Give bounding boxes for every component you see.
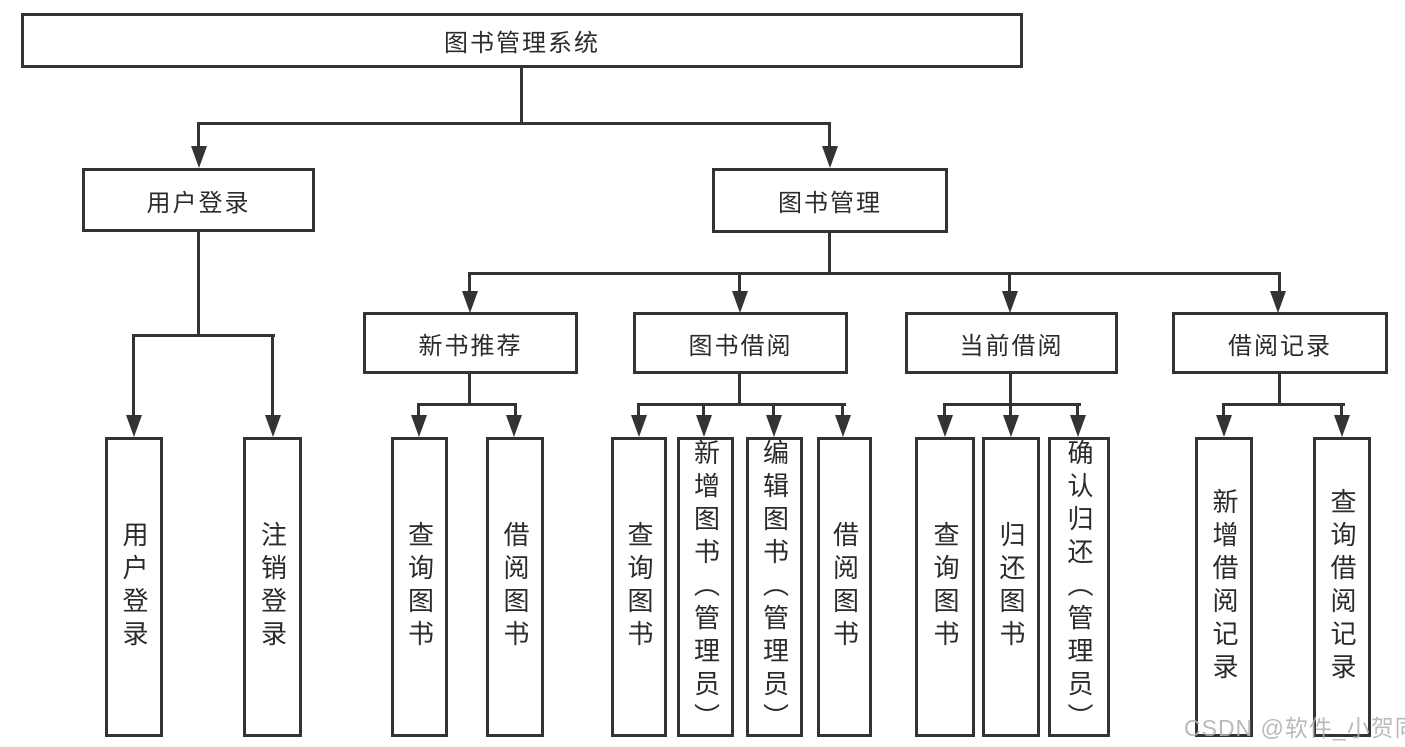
connector-line (828, 122, 831, 148)
arrow-down-icon (1070, 415, 1086, 437)
leaf-label: 编辑图书（管理员） (759, 438, 790, 736)
connector-line (702, 403, 705, 417)
arrow-down-icon (732, 291, 748, 313)
arrow-down-icon (191, 146, 207, 168)
leaf-label: 查询借阅记录 (1327, 488, 1357, 686)
leaf-user-login: 用户登录 (105, 437, 163, 737)
connector-line (417, 403, 420, 417)
leaf-label: 归还图书 (996, 521, 1026, 653)
connector-line (943, 403, 946, 417)
connector-line (271, 334, 274, 417)
csdn-watermark: CSDN @软件_小贺同学 (1184, 715, 1405, 741)
node-current-borrow: 当前借阅 (905, 312, 1118, 374)
connector-line (828, 231, 831, 275)
node-user-login-label: 用户登录 (146, 189, 251, 217)
arrow-down-icon (1002, 291, 1018, 313)
arrow-down-icon (696, 415, 712, 437)
leaf-logout: 注销登录 (243, 437, 302, 737)
leaf-add-books-admin: 新增图书（管理员） (677, 437, 734, 737)
leaf-label: 借阅图书 (829, 521, 860, 653)
leaf-borrow-books-2: 借阅图书 (817, 437, 872, 737)
connector-line (637, 403, 846, 406)
leaf-label: 新增图书（管理员） (690, 438, 721, 736)
arrow-down-icon (506, 415, 522, 437)
connector-line (772, 403, 775, 417)
connector-line (132, 334, 275, 337)
leaf-label: 查询图书 (930, 521, 960, 653)
connector-line (417, 403, 517, 406)
connector-line (1278, 372, 1281, 406)
leaf-add-borrow-record: 新增借阅记录 (1195, 437, 1253, 737)
connector-line (514, 403, 517, 417)
leaf-label: 查询图书 (624, 521, 654, 653)
node-book-management: 图书管理 (712, 168, 948, 233)
connector-line (1340, 403, 1343, 417)
leaf-query-books-2: 查询图书 (611, 437, 667, 737)
leaf-return-books: 归还图书 (982, 437, 1040, 737)
leaf-label: 查询图书 (404, 521, 435, 653)
arrow-down-icon (411, 415, 427, 437)
arrow-down-icon (1334, 415, 1350, 437)
connector-line (841, 403, 844, 417)
leaf-label: 借阅图书 (500, 521, 530, 653)
node-root-label: 图书管理系统 (444, 30, 600, 57)
leaf-label: 新增借阅记录 (1209, 488, 1239, 686)
arrow-down-icon (835, 415, 851, 437)
node-book-borrow-label: 图书借阅 (688, 332, 793, 360)
leaf-query-borrow-record: 查询借阅记录 (1313, 437, 1371, 737)
leaf-query-books-1: 查询图书 (391, 437, 448, 737)
arrow-down-icon (265, 415, 281, 437)
connector-line (197, 122, 831, 125)
arrow-down-icon (1003, 415, 1019, 437)
arrow-down-icon (937, 415, 953, 437)
arrow-down-icon (766, 415, 782, 437)
connector-line (520, 66, 523, 124)
connector-line (197, 122, 200, 148)
connector-line (197, 230, 200, 336)
node-new-book-recommend: 新书推荐 (363, 312, 578, 374)
connector-line (1008, 272, 1011, 293)
connector-line (1222, 403, 1345, 406)
arrow-down-icon (1270, 291, 1286, 313)
node-borrow-record-label: 借阅记录 (1228, 332, 1332, 360)
connector-line (468, 272, 1281, 275)
connector-line (132, 334, 135, 417)
node-book-borrow: 图书借阅 (633, 312, 848, 374)
node-user-login: 用户登录 (82, 168, 315, 232)
connector-line (738, 372, 741, 406)
node-borrow-record: 借阅记录 (1172, 312, 1388, 374)
connector-line (738, 272, 741, 293)
connector-line (1278, 272, 1281, 293)
leaf-label: 用户登录 (119, 521, 149, 653)
connector-line (1222, 403, 1225, 417)
arrow-down-icon (1216, 415, 1232, 437)
leaf-confirm-return-admin: 确认归还（管理员） (1048, 437, 1110, 737)
node-new-book-recommend-label: 新书推荐 (418, 332, 523, 360)
arrow-down-icon (822, 146, 838, 168)
connector-line (1076, 403, 1079, 417)
leaf-borrow-books-1: 借阅图书 (486, 437, 544, 737)
connector-line (1009, 403, 1012, 417)
leaf-query-books-3: 查询图书 (915, 437, 975, 737)
connector-line (943, 403, 1081, 406)
connector-line (468, 372, 471, 406)
node-current-borrow-label: 当前借阅 (959, 332, 1064, 360)
node-book-management-label: 图书管理 (778, 190, 882, 217)
leaf-label: 注销登录 (257, 521, 288, 653)
node-root: 图书管理系统 (21, 13, 1023, 68)
connector-line (637, 403, 640, 417)
leaf-edit-books-admin: 编辑图书（管理员） (746, 437, 803, 737)
connector-line (468, 272, 471, 293)
arrow-down-icon (631, 415, 647, 437)
connector-line (1009, 372, 1012, 406)
leaf-label: 确认归还（管理员） (1064, 438, 1094, 736)
arrow-down-icon (126, 415, 142, 437)
arrow-down-icon (462, 291, 478, 313)
